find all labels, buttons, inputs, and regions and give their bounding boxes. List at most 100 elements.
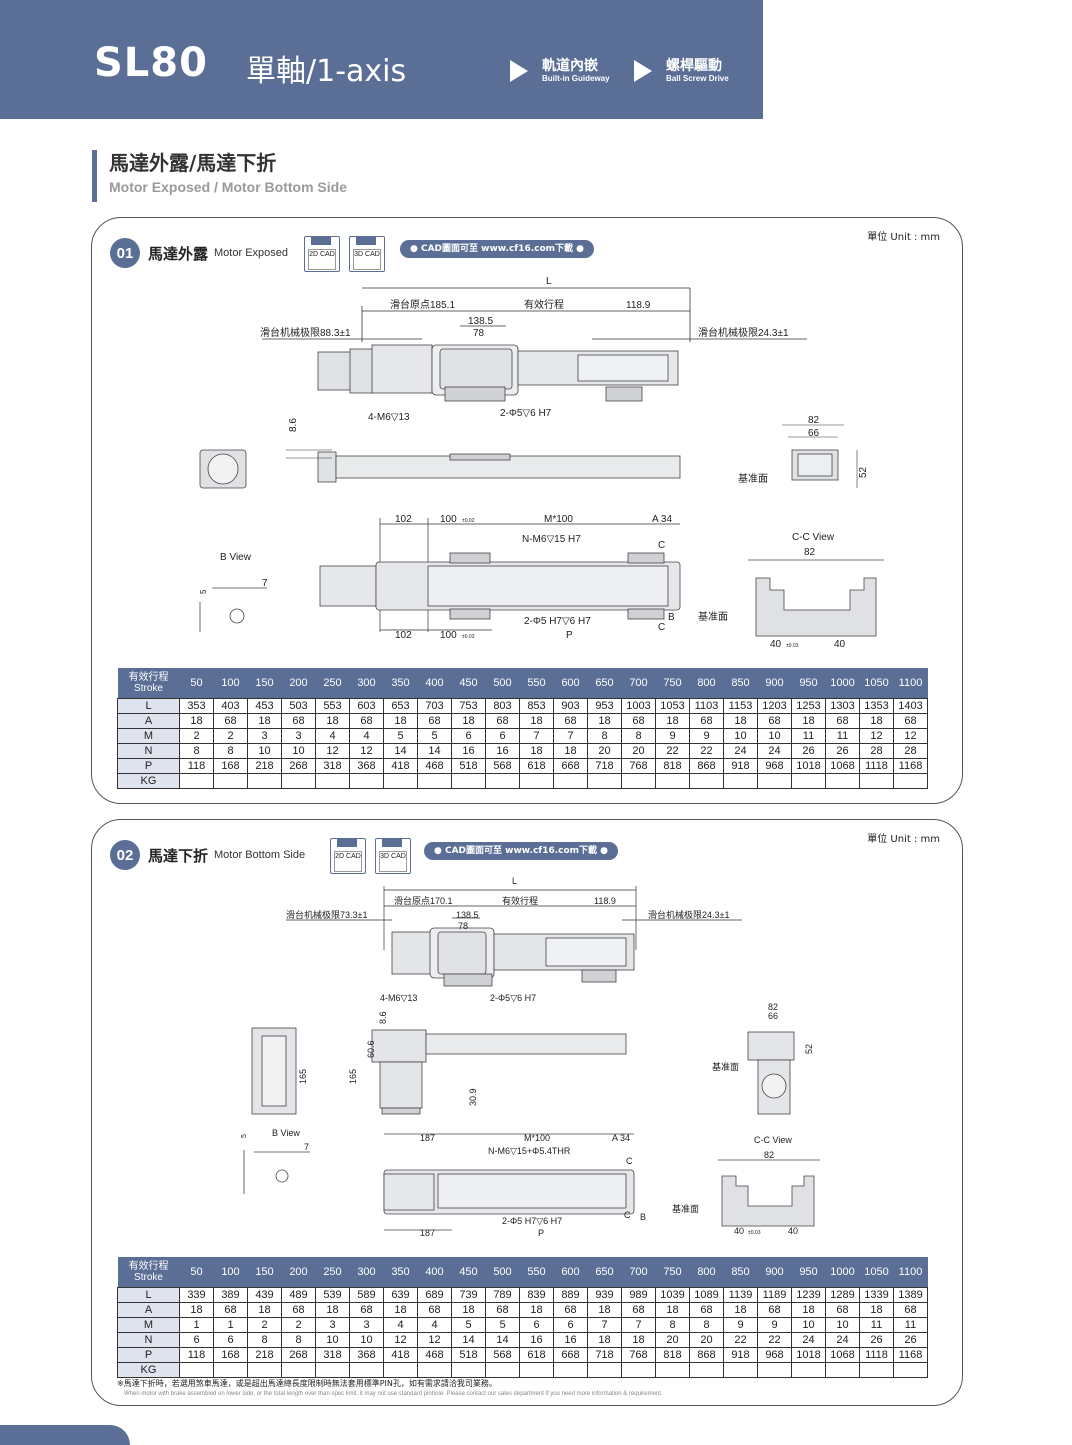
cad-2d-download-icon[interactable]: 2D CAD	[304, 236, 340, 272]
stroke-header-cell: 650	[587, 1257, 622, 1288]
dim-52: 52	[804, 1044, 814, 1054]
row-label: M	[117, 728, 180, 744]
row-label: A	[117, 713, 180, 729]
table-cell	[553, 773, 588, 789]
cad-2d-download-icon[interactable]: 2D CAD	[330, 838, 366, 874]
table-cell: 8	[179, 743, 214, 759]
label-B-view: B View	[220, 552, 252, 563]
table-cell: 14	[485, 1332, 520, 1348]
stroke-header-cell: 950	[791, 668, 826, 699]
dim-102-bottom: 102	[395, 630, 412, 641]
table-cell: 168	[213, 758, 248, 774]
stroke-header-cell: 500	[485, 668, 520, 699]
table-cell: 68	[553, 713, 588, 729]
limit-right: 滑台机械极限24.3±1	[648, 909, 729, 920]
table-cell: 1118	[859, 758, 894, 774]
play-arrow-icon	[510, 60, 528, 82]
table-cell: 118	[179, 1347, 214, 1363]
stroke-header-cell: 850	[723, 1257, 758, 1288]
table-cell: 639	[383, 1287, 418, 1303]
cad-download-link[interactable]: ● CAD圖面可至 www.cf16.com下載 ●	[424, 842, 619, 860]
dim-7: 7	[304, 1142, 309, 1152]
row-label: KG	[117, 1362, 180, 1378]
table-cell: 18	[655, 713, 690, 729]
table-cell: 68	[689, 1302, 724, 1318]
dim-78: 78	[458, 921, 468, 931]
table-cell: 68	[485, 713, 520, 729]
stroke-header-cell: 600	[553, 668, 588, 699]
table-cell	[655, 1362, 690, 1378]
table-cell: 3	[315, 1317, 350, 1333]
dim-8-6: 8.6	[288, 418, 299, 432]
table-row: KG	[117, 1362, 928, 1378]
table-cell: 12	[417, 1332, 452, 1348]
cad-3d-download-icon[interactable]: 3D CAD	[349, 236, 385, 272]
dim-118-9: 118.9	[626, 300, 651, 311]
stroke-header-cell: 300	[349, 668, 384, 699]
stroke-header-cell: 850	[723, 668, 758, 699]
table-cell: 26	[825, 743, 860, 759]
stroke-header-cell: 250	[315, 1257, 350, 1288]
table-cell: 68	[757, 1302, 792, 1318]
table-cell: 11	[825, 728, 860, 744]
table-cell: 4	[417, 1317, 452, 1333]
table-cell	[621, 773, 656, 789]
label-C-bottom: C	[624, 1210, 631, 1220]
tol-002-bottom: ±0.02	[462, 634, 475, 640]
table-cell: 1403	[893, 698, 928, 714]
table-cell: 568	[485, 1347, 520, 1363]
table-cell: 1068	[825, 1347, 860, 1363]
table-cell: 18	[859, 1302, 894, 1318]
table-cell	[179, 773, 214, 789]
dim-8-6: 8.6	[378, 1011, 388, 1024]
dim-A34: A 34	[612, 1133, 630, 1143]
table-cell: 989	[621, 1287, 656, 1303]
table-cell: 668	[553, 758, 588, 774]
table-cell	[825, 773, 860, 789]
cad-download-link[interactable]: ● CAD圖面可至 www.cf16.com下載 ●	[400, 240, 595, 258]
table-cell: 18	[587, 1332, 622, 1348]
table-cell: 16	[485, 743, 520, 759]
dim-187-top: 187	[420, 1133, 435, 1143]
drawing-motor-bottom: L 滑台原点170.1 有效行程 118.9 138.5 78 滑台机械极限73…	[241, 876, 820, 1238]
dim-138-5: 138.5	[468, 316, 493, 327]
callout-m6: 4-M6▽13	[380, 993, 417, 1003]
table-cell: 6	[179, 1332, 214, 1348]
table-cell: 24	[791, 1332, 826, 1348]
stroke-header-cell: 100	[213, 668, 248, 699]
dim-30-9: 30.9	[468, 1088, 478, 1106]
table-cell: 10	[247, 743, 282, 759]
table-cell: 268	[281, 758, 316, 774]
table-cell: 12	[893, 728, 928, 744]
table-cell: 768	[621, 758, 656, 774]
table-cell: 8	[281, 1332, 316, 1348]
dim-66: 66	[808, 428, 820, 439]
table-cell	[689, 773, 724, 789]
table-cell: 68	[757, 713, 792, 729]
table-cell: 68	[281, 713, 316, 729]
dim-100-top: 100	[440, 514, 457, 525]
dim-165: 165	[348, 1069, 358, 1084]
table-cell: 68	[349, 713, 384, 729]
dim-82: 82	[808, 415, 820, 426]
table-cell: 18	[315, 1302, 350, 1318]
panel-motor-bottom: 單位 Unit : mm 02 馬達下折 Motor Bottom Side 2…	[91, 819, 963, 1406]
row-label: N	[117, 1332, 180, 1348]
tol-003: ±0.03	[786, 643, 799, 649]
row-label: P	[117, 758, 180, 774]
stroke-header-cell: 1000	[825, 668, 860, 699]
dim-cc-82: 82	[764, 1150, 774, 1160]
panel-number: 01	[110, 238, 140, 268]
label-B: B	[668, 612, 675, 623]
table-cell	[587, 1362, 622, 1378]
table-cell: 1353	[859, 698, 894, 714]
table-cell: 8	[689, 1317, 724, 1333]
cad-3d-download-icon[interactable]: 3D CAD	[375, 838, 411, 874]
table-cell: 939	[587, 1287, 622, 1303]
table-cell: 603	[349, 698, 384, 714]
dim-40-left: 40	[734, 1226, 744, 1236]
table-cell: 403	[213, 698, 248, 714]
